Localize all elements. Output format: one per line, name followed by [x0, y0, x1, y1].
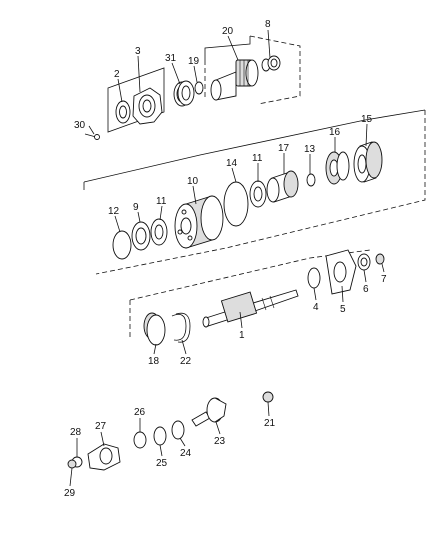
callout-27: 27 [95, 421, 107, 432]
bearing-part-6 [357, 253, 371, 271]
callout-15: 15 [361, 114, 373, 125]
callout-30: 30 [74, 120, 86, 131]
frame-group-center [83, 109, 426, 275]
callout-2: 2 [114, 69, 120, 80]
nut-part-28 [67, 456, 83, 469]
hub-part-5 [325, 249, 357, 295]
frame-group-shaft [129, 249, 371, 338]
washer-part-11-left [150, 218, 168, 246]
callout-21: 21 [264, 418, 276, 429]
boot-part-26 [133, 431, 147, 449]
frame-group-2-3 [107, 67, 165, 133]
washer-part-9 [131, 221, 151, 251]
chain-part-22 [171, 312, 191, 343]
callout-14: 14 [226, 158, 238, 169]
callout-20: 20 [222, 26, 234, 37]
hub-part-17 [266, 170, 299, 203]
callout-9: 9 [133, 202, 139, 213]
callout-labels: 3 2 31 19 20 8 30 15 16 17 13 11 14 10 1… [64, 19, 387, 499]
callout-26: 26 [134, 407, 146, 418]
callout-25: 25 [156, 458, 168, 469]
seal-part-2 [115, 100, 131, 124]
callout-29: 29 [64, 488, 76, 499]
leader-lines [69, 29, 385, 487]
snap-ring-part-4 [307, 267, 321, 289]
washer-part-11-right [249, 180, 267, 208]
frame-group-20-8 [204, 35, 301, 105]
callout-1: 1 [239, 330, 245, 341]
snap-ring-part-25 [153, 426, 167, 446]
callout-19: 19 [188, 56, 200, 67]
callout-16: 16 [329, 127, 341, 138]
planetary-carrier-part-10 [174, 195, 224, 249]
callout-10: 10 [187, 176, 199, 187]
gear-part-16 [325, 151, 350, 185]
yoke-part-27 [87, 443, 121, 471]
callout-11-right: 11 [252, 153, 263, 164]
bolt-part-30 [84, 133, 100, 140]
bearing-part-8 [261, 55, 281, 72]
callout-23: 23 [214, 436, 226, 447]
callout-18: 18 [148, 356, 160, 367]
sleeve-part-15 [353, 141, 383, 183]
housing-part-3 [132, 87, 163, 125]
callout-24: 24 [180, 448, 192, 459]
main-shaft-part-1 [202, 289, 299, 328]
callout-7: 7 [381, 274, 387, 285]
callout-3: 3 [135, 46, 141, 57]
snap-ring-part-19 [194, 81, 204, 95]
gear-shaft-part-20 [210, 59, 259, 101]
callout-22: 22 [180, 356, 192, 367]
snap-ring-part-14 [223, 181, 249, 227]
callout-28: 28 [70, 427, 82, 438]
snap-ring-part-12 [112, 230, 132, 260]
callout-11-left: 11 [156, 196, 167, 207]
callout-5: 5 [340, 304, 346, 315]
snap-ring-part-13 [306, 173, 316, 187]
callout-17: 17 [278, 143, 290, 154]
bearing-part-31 [173, 80, 195, 107]
output-shaft-part-23 [191, 397, 227, 427]
callout-13: 13 [304, 144, 316, 155]
seal-part-24 [171, 420, 185, 440]
nut-part-21 [262, 391, 274, 403]
callout-4: 4 [313, 302, 319, 313]
callout-6: 6 [363, 284, 369, 295]
callout-12: 12 [108, 206, 120, 217]
nut-part-7 [375, 253, 385, 265]
callout-31: 31 [165, 53, 177, 64]
callout-8: 8 [265, 19, 271, 30]
gear-part-18 [143, 312, 166, 346]
